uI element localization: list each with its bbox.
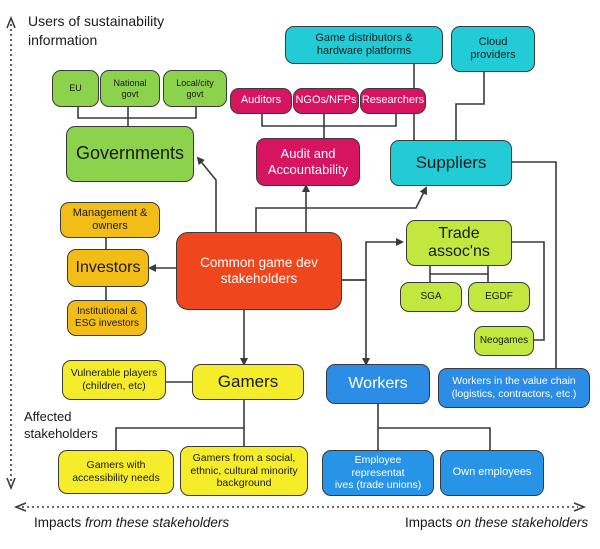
affected-stakeholders-label: Affected stakeholders [24,409,98,443]
impacts-from-label: Impacts from these stakeholders [34,515,230,530]
users-label-line2: information [28,31,98,48]
distributors-node[interactable]: Game distributors &hardware platforms [285,26,443,64]
institutional-node[interactable]: Institutional &ESG investors [67,300,147,336]
governments-node[interactable]: Governments [66,126,194,182]
users-label-line1: Users of sustainability [28,13,165,29]
arrow-to-audit [255,184,310,232]
accessibility-connector [115,398,245,450]
up-arrow-icon [6,15,16,29]
cloud-connector [455,72,485,140]
gov-national[interactable]: National govt [100,70,160,107]
gov-eu[interactable]: EU [52,70,99,107]
arrow-to-governments [196,156,217,232]
management-node[interactable]: Management &owners [60,202,160,238]
trade-egdf[interactable]: EGDF [468,282,530,312]
arrow-to-suppliers [305,186,427,232]
audit-ngos[interactable]: NGOs/NFPs [293,88,359,114]
down-arrow-icon [6,477,16,491]
audit-children-connector [261,114,397,127]
gov-children-connector [77,107,197,119]
gov-local[interactable]: Local/city govt [163,70,227,107]
trade-sga[interactable]: SGA [400,282,462,312]
gamers-node[interactable]: Gamers [192,364,304,400]
vulnerable-node[interactable]: Vulnerable players(children, etc) [62,360,166,400]
trade-children-connector [429,266,489,275]
right-arrow-icon [573,502,587,512]
impacts-on-label: Impacts on these stakeholders [405,515,589,530]
audit-researchers[interactable]: Researchers [360,88,426,114]
investors-node[interactable]: Investors [67,249,149,287]
audit-auditors[interactable]: Auditors [230,88,292,114]
value-chain-node[interactable]: Workers in the value chain(logistics, co… [438,368,590,408]
value-chain-connector [512,161,557,368]
neogames-connector [512,241,545,341]
trade-neogames[interactable]: Neogames [474,326,534,356]
minority-node[interactable]: Gamers from a social,ethnic, cultural mi… [180,446,308,496]
affected-label-line2: stakeholders [24,425,98,441]
workers-node[interactable]: Workers [326,364,430,404]
own-employees-node[interactable]: Own employees [440,450,544,496]
users-of-info-label: Users of sustainability information [28,12,164,50]
suppliers-node[interactable]: Suppliers [390,140,512,186]
left-arrow-icon [13,502,27,512]
arrow-to-workers [342,279,370,366]
arrow-to-trade [342,238,404,281]
affected-label-line1: Affected [24,409,72,424]
workers-children-connector [377,404,491,450]
